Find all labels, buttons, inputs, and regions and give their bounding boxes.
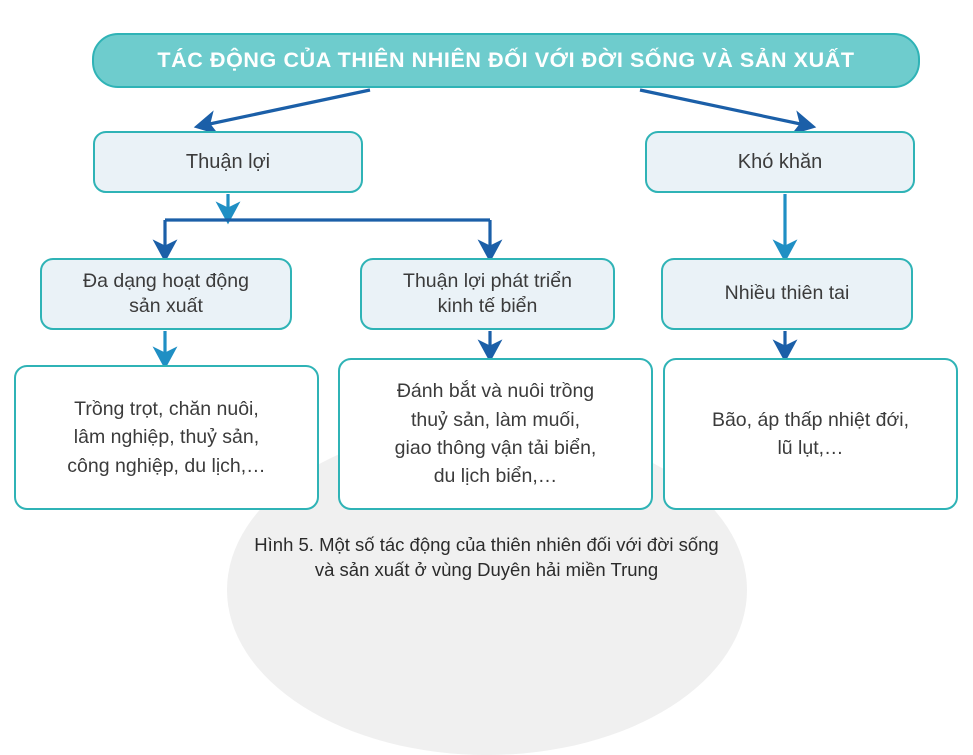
diagram-canvas: TÁC ĐỘNG CỦA THIÊN NHIÊN ĐỐI VỚI ĐỜI SỐN… — [14, 33, 958, 755]
node-detail-thien-tai-label: Bão, áp thấp nhiệt đới, lũ lụt,… — [711, 408, 910, 459]
node-thuan-loi-phat-trien-kinh-te-bien: Thuận lợi phát triển kinh tế biển — [360, 258, 615, 330]
node-thuan-loi: Thuận lợi — [93, 131, 363, 193]
node-detail-san-xuat-label: Trồng trọt, chăn nuôi, lâm nghiệp, thuỷ … — [67, 398, 266, 477]
node-nhieu-thien-tai: Nhiều thiên tai — [661, 258, 913, 330]
node-thien-tai-label: Nhiều thiên tai — [724, 282, 850, 305]
node-thuan-loi-label: Thuận lợi — [185, 150, 271, 173]
arrow-title-to-left — [193, 88, 371, 135]
node-da-dang-label: Đa dạng hoạt động sản xuất — [83, 269, 249, 317]
diagram-title-banner: TÁC ĐỘNG CỦA THIÊN NHIÊN ĐỐI VỚI ĐỜI SỐN… — [92, 33, 920, 88]
figure-caption: Hình 5. Một số tác động của thiên nhiên … — [254, 534, 719, 580]
node-kho-khan-label: Khó khăn — [737, 150, 823, 173]
node-kho-khan: Khó khăn — [645, 131, 915, 193]
node-detail-san-xuat: Trồng trọt, chăn nuôi, lâm nghiệp, thuỷ … — [14, 365, 319, 510]
node-detail-thien-tai: Bão, áp thấp nhiệt đới, lũ lụt,… — [663, 358, 958, 510]
arrow-title-to-right — [639, 88, 817, 135]
node-kinh-te-bien-label: Thuận lợi phát triển kinh tế biển — [403, 269, 572, 317]
diagram-title-text: TÁC ĐỘNG CỦA THIÊN NHIÊN ĐỐI VỚI ĐỜI SỐN… — [157, 48, 855, 72]
node-da-dang-hoat-dong-san-xuat: Đa dạng hoạt động sản xuất — [40, 258, 292, 330]
node-detail-kinh-te-bien-label: Đánh bắt và nuôi trồng thuỷ sản, làm muố… — [394, 380, 597, 488]
node-detail-kinh-te-bien: Đánh bắt và nuôi trồng thuỷ sản, làm muố… — [338, 358, 653, 510]
